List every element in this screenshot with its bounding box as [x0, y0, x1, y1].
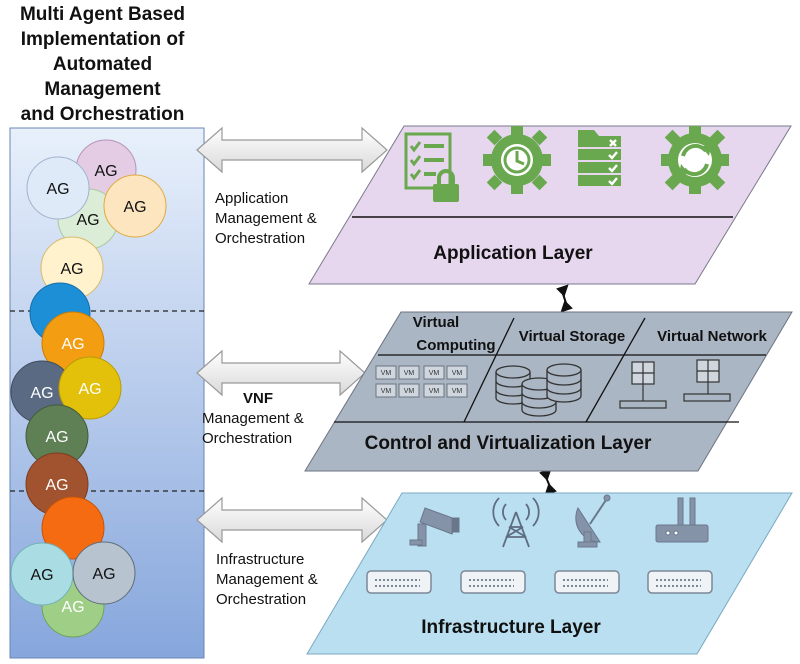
vm-label: VM	[404, 388, 415, 395]
vm-label: VM	[452, 388, 463, 395]
title-line: Implementation of	[20, 29, 185, 50]
radio-tower-icon	[492, 497, 540, 548]
title-line: and Orchestration	[20, 104, 185, 125]
virtual-storage-label: Virtual Storage	[519, 328, 625, 345]
application-management-label: Application Management & Orchestration	[215, 190, 317, 247]
vm-label: VM	[429, 388, 440, 395]
server-unit-icon	[460, 570, 526, 594]
agent-circle: AG	[72, 541, 136, 605]
svg-text:AG: AG	[45, 429, 68, 446]
control-layer-label: Control and Virtualization Layer	[365, 433, 652, 454]
agent-circle: AG	[26, 156, 90, 220]
svg-text:Management &: Management &	[215, 210, 317, 227]
infrastructure-layer-label: Infrastructure Layer	[421, 617, 601, 638]
svg-text:Orchestration: Orchestration	[215, 230, 305, 247]
vm-label: VM	[404, 370, 415, 377]
refresh-gear-icon	[661, 126, 729, 194]
svg-text:AG: AG	[61, 599, 84, 616]
vm-label: VM	[452, 370, 463, 377]
application-double-arrow	[196, 126, 388, 174]
cctv-camera-icon	[409, 507, 460, 547]
vm-label: VM	[381, 388, 392, 395]
svg-text:AG: AG	[30, 567, 53, 584]
infrastructure-management-label: Infrastructure Management & Orchestratio…	[216, 551, 318, 608]
layer-link-arrow-upper	[556, 284, 573, 313]
layer-link-arrow-lower	[539, 468, 557, 496]
svg-text:AG: AG	[46, 181, 69, 198]
svg-text:AG: AG	[61, 336, 84, 353]
server-unit-icon	[647, 570, 713, 594]
vm-cluster-icon	[375, 365, 420, 398]
infrastructure-double-arrow	[196, 496, 388, 544]
title-line: Multi Agent Based	[19, 4, 186, 25]
infrastructure-layer: Infrastructure Layer	[306, 492, 793, 655]
svg-text:AG: AG	[123, 199, 146, 216]
svg-text:AG: AG	[45, 477, 68, 494]
agent-circle: AG	[10, 542, 74, 606]
svg-text:Infrastructure: Infrastructure	[216, 551, 304, 568]
svg-text:AG: AG	[60, 261, 83, 278]
svg-text:Management &: Management &	[216, 571, 318, 588]
network-node-icon	[619, 361, 667, 409]
vnf-management-label: VNF Management & Orchestration	[202, 390, 304, 447]
vm-label: VM	[429, 370, 440, 377]
virtual-network-label: Virtual Network	[657, 328, 767, 345]
virtual-computing-label: Virtual	[413, 314, 459, 331]
svg-text:AG: AG	[76, 212, 99, 229]
diagram-title: Multi Agent Based Implementation of Auto…	[0, 2, 205, 127]
virtual-computing-label: Computing	[416, 337, 495, 354]
title-line: Management	[44, 79, 161, 100]
vnf-double-arrow	[196, 349, 366, 397]
vm-label: VM	[381, 370, 392, 377]
svg-text:Management &: Management &	[202, 410, 304, 427]
agent-circle: AG	[25, 404, 89, 468]
folder-checklist-icon	[578, 130, 621, 186]
svg-text:Application: Application	[215, 190, 288, 207]
server-unit-icon	[554, 570, 620, 594]
svg-text:Orchestration: Orchestration	[202, 430, 292, 447]
gear-clock-icon	[483, 126, 551, 194]
svg-text:AG: AG	[94, 163, 117, 180]
agent-circle: AG	[103, 174, 167, 238]
agent-circle: AG	[58, 356, 122, 420]
vm-cluster-icon	[423, 365, 468, 398]
server-unit-icon	[366, 570, 432, 594]
control-virtualization-layer: Virtual Computing Virtual Storage Virtua…	[304, 311, 793, 472]
svg-text:Orchestration: Orchestration	[216, 591, 306, 608]
svg-text:VNF: VNF	[243, 390, 273, 407]
network-node-icon	[683, 359, 731, 402]
application-layer: Application Layer	[308, 125, 792, 285]
svg-text:AG: AG	[92, 566, 115, 583]
svg-text:AG: AG	[30, 385, 53, 402]
wifi-router-icon	[655, 497, 709, 543]
database-icon	[546, 363, 582, 403]
svg-text:AG: AG	[78, 381, 101, 398]
agent-circle	[41, 496, 105, 560]
title-line: Automated	[52, 54, 153, 75]
checklist-lock-icon	[404, 132, 459, 202]
satellite-dish-icon	[575, 494, 611, 548]
application-layer-label: Application Layer	[433, 243, 593, 264]
